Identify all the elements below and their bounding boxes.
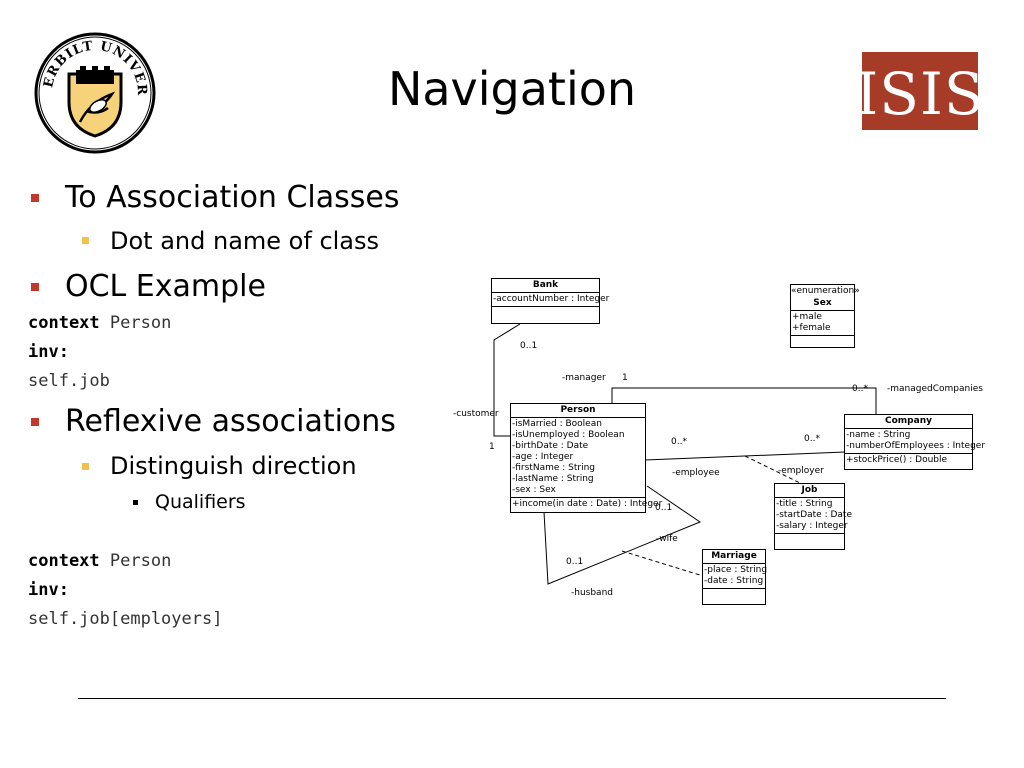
label-bank-multiplicity: 0..1 [520,341,538,351]
bullet-marker [133,500,138,505]
class-name: Job [801,485,818,495]
class-attribute: -firstName : String [512,463,595,473]
class-operations [775,533,844,546]
bullet-marker [82,463,89,470]
label-employee-role: -employee [672,468,720,478]
class-attributes: -title : String -startDate : Date -salar… [775,497,852,533]
class-attributes: +male +female [791,310,854,335]
uml-class-marriage: Marriage -place : String -date : String [702,549,768,605]
class-name: Marriage [711,551,757,561]
label-wife-role: -wife [656,534,678,544]
label-husband-multiplicity: 0..1 [566,557,584,567]
label-employer-role: -employer [778,466,824,476]
bullet-marker [82,237,89,244]
label-employer-multiplicity: 0..* [804,434,820,444]
label-husband-role: -husband [571,588,613,598]
class-attribute: -birthDate : Date [512,441,589,451]
class-operations [791,335,854,348]
bullet-marker [31,194,39,202]
bullet-reflexive-associations: Reflexive associations [65,404,396,439]
code-line-expr-1: self.job [28,371,110,391]
code-argument: Person [99,313,172,333]
class-operations: +income(in date : Date) : Integer [511,497,663,511]
code-line-context-1: context Person [28,313,171,333]
class-name: Sex [813,298,832,308]
class-operation: +income(in date : Date) : Integer [512,499,663,509]
bullet-marker [31,283,39,291]
code-keyword: context [28,313,100,333]
label-customer-role: -customer [453,409,499,419]
bullet-distinguish-direction: Distinguish direction [110,452,357,480]
bullet-to-association-classes: To Association Classes [65,180,400,215]
class-operation: +stockPrice() : Double [846,455,948,465]
label-manager-role: -manager [562,373,606,383]
uml-class-bank: Bank -accountNumber : Integer [491,278,610,324]
class-name: Company [885,416,932,426]
class-attribute: -lastName : String [512,474,594,484]
uml-enum-sex: «enumeration» Sex +male +female [790,284,860,348]
class-attribute: -numberOfEmployees : Integer [846,441,986,451]
class-attribute: -isUnemployed : Boolean [512,430,625,440]
class-attribute: -sex : Sex [512,485,556,495]
code-argument: Person [99,551,172,571]
label-managed-companies-role: -managedCompanies [887,384,983,394]
bullet-ocl-example: OCL Example [65,269,266,304]
slide-title: Navigation [387,62,637,116]
code-line-inv-1: inv: [28,342,69,362]
code-line-context-2: context Person [28,551,171,571]
class-name: Bank [532,280,559,290]
class-attribute: -startDate : Date [776,510,852,520]
code-keyword: inv: [28,580,69,600]
bullet-qualifiers: Qualifiers [155,491,246,513]
code-line-expr-2: self.job[employers] [28,609,223,629]
class-operations: +stockPrice() : Double [845,453,972,467]
label-wife-multiplicity: 0..1 [655,503,673,513]
class-attribute: -place : String [704,565,768,575]
uml-class-company: Company -name : String -numberOfEmployee… [844,414,986,470]
class-attribute: -salary : Integer [776,521,848,531]
isis-logo: ISIS [855,52,984,130]
class-attribute: -isMarried : Boolean [512,419,602,429]
class-attribute: -name : String [846,430,911,440]
code-line-inv-2: inv: [28,580,69,600]
class-operations [703,588,765,603]
isis-logo-text: ISIS [862,60,978,128]
bullet-marker [31,418,39,426]
label-manager-multiplicity: 1 [622,373,628,383]
class-attributes: -accountNumber : Integer [492,292,610,306]
class-attribute: -date : String [704,576,764,586]
label-managed-multiplicity: 0..* [852,384,868,394]
class-stereotype: «enumeration» [791,286,860,296]
vanderbilt-logo: VANDERBILT UNIVERSITY [27,21,156,154]
class-attribute: +female [792,323,831,333]
footer-divider [78,698,946,699]
class-attribute: -title : String [776,499,833,509]
class-attributes: -name : String -numberOfEmployees : Inte… [845,428,986,453]
bullet-dot-and-name: Dot and name of class [110,227,380,255]
class-attributes: -place : String -date : String [703,563,768,588]
class-name: Person [560,405,596,415]
uml-class-person: Person -isMarried : Boolean -isUnemploye… [510,403,663,513]
label-employee-multiplicity: 0..* [671,437,687,447]
code-keyword: inv: [28,342,69,362]
class-attribute: +male [792,312,822,322]
class-attribute: -age : Integer [512,452,574,462]
label-customer-multiplicity: 1 [489,442,495,452]
class-attributes: -isMarried : Boolean -isUnemployed : Boo… [511,417,645,497]
class-operations [492,306,599,321]
uml-class-job: Job -title : String -startDate : Date -s… [774,483,852,550]
code-keyword: context [28,551,100,571]
class-attribute: -accountNumber : Integer [493,294,610,304]
